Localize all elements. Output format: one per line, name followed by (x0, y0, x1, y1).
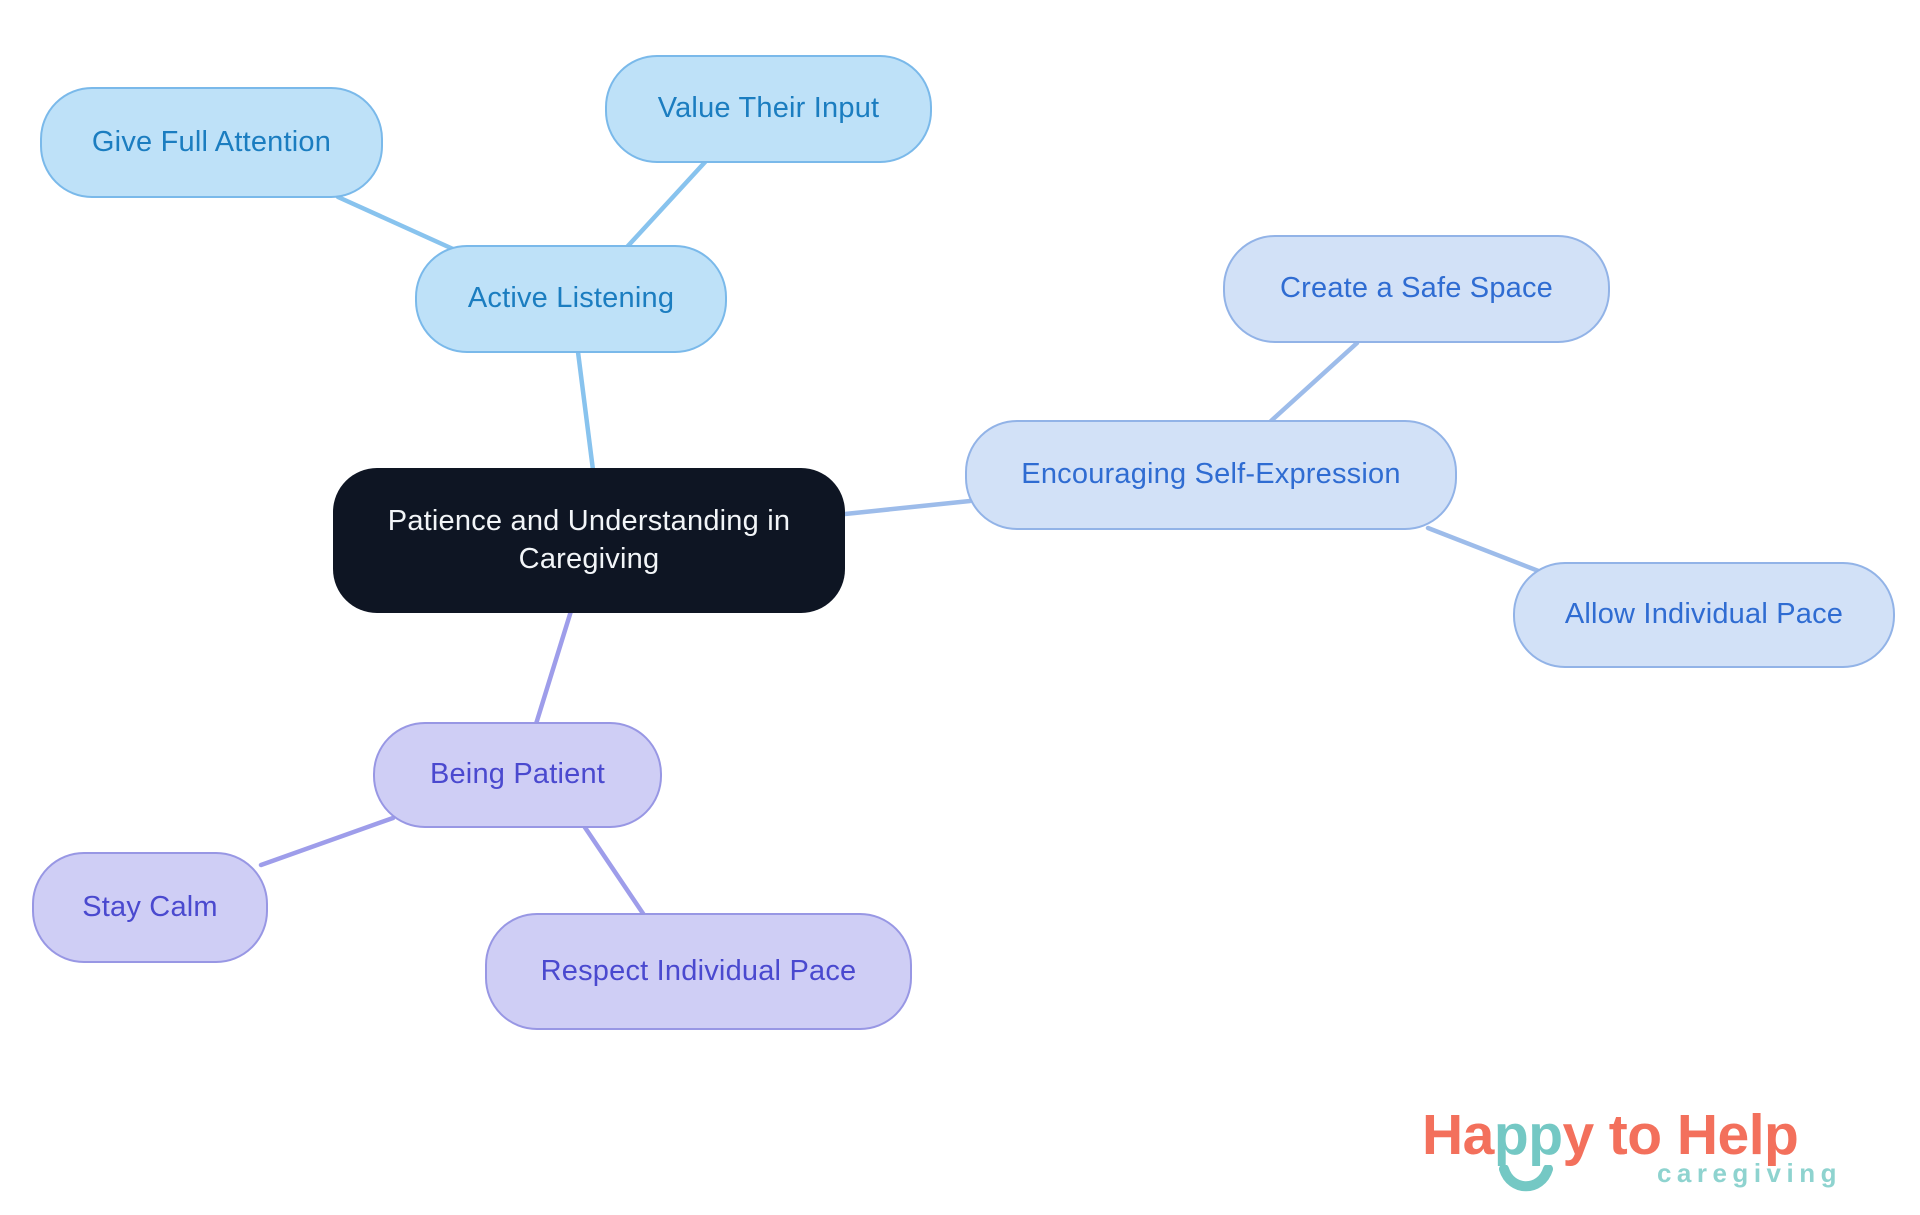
brand-logo-wordmark: Ha pp y to Help (1422, 1103, 1892, 1192)
node-label: Allow Individual Pace (1564, 598, 1844, 631)
smile-icon (1498, 1165, 1553, 1192)
link-root-encouraging (842, 498, 973, 517)
node-allow-individual-pace[interactable]: Allow Individual Pace (1513, 562, 1895, 668)
node-root[interactable]: Patience and Understanding in Caregiving (333, 468, 845, 613)
link-allow-individual-pace (1425, 525, 1544, 575)
node-being-patient[interactable]: Being Patient (373, 722, 662, 828)
logo-text-pp: pp (1494, 1104, 1563, 1192)
logo-text-ha: Ha (1422, 1103, 1494, 1167)
node-label: Active Listening (467, 282, 675, 315)
node-value-their-input[interactable]: Value Their Input (605, 55, 932, 163)
node-label: Respect Individual Pace (540, 954, 857, 987)
link-value-their-input (624, 158, 709, 250)
node-label: Stay Calm (82, 890, 218, 923)
link-stay-calm (258, 815, 396, 868)
node-create-a-safe-space[interactable]: Create a Safe Space (1223, 235, 1610, 343)
node-encouraging-self-expression[interactable]: Encouraging Self-Expression (965, 420, 1457, 530)
node-stay-calm[interactable]: Stay Calm (32, 852, 268, 963)
link-root-being-patient (533, 608, 574, 727)
logo-text-to-help: to Help (1608, 1103, 1799, 1167)
brand-logo: Ha pp y to Help caregiving (1422, 1103, 1892, 1192)
node-label: Value Their Input (657, 92, 880, 125)
logo-text-y: y (1562, 1103, 1595, 1167)
link-give-full-attention (335, 194, 456, 252)
node-label: Give Full Attention (91, 125, 332, 158)
node-label: Being Patient (429, 758, 606, 791)
node-root-label: Patience and Understanding in Caregiving (387, 504, 791, 575)
node-label: Encouraging Self-Expression (1021, 458, 1401, 491)
link-respect-individual-pace (581, 823, 647, 918)
node-give-full-attention[interactable]: Give Full Attention (40, 87, 383, 198)
logo-subtitle: caregiving (1656, 1157, 1842, 1188)
link-create-safe-space (1268, 340, 1360, 424)
node-respect-individual-pace[interactable]: Respect Individual Pace (485, 913, 912, 1030)
node-active-listening[interactable]: Active Listening (415, 245, 727, 353)
node-label: Create a Safe Space (1279, 272, 1554, 305)
link-active-listening-root (575, 349, 596, 473)
